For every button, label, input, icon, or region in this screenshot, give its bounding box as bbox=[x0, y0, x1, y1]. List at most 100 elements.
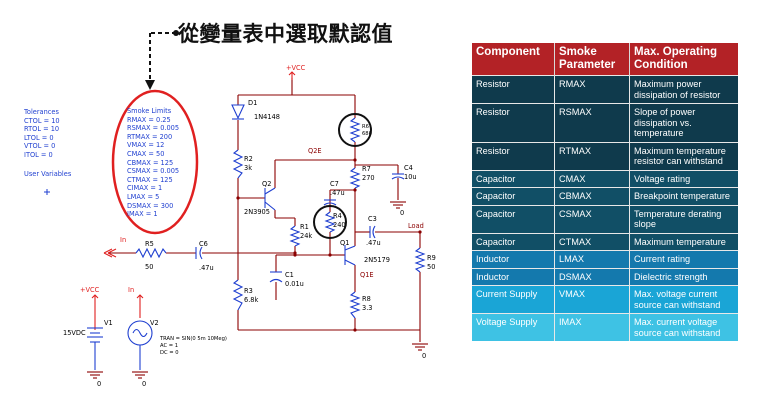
header-component: Component bbox=[472, 43, 555, 76]
cell-component: Capacitor bbox=[472, 187, 555, 205]
smoke-limit-item: IMAX = 1 bbox=[127, 210, 158, 219]
cell-parameter: RMAX bbox=[554, 75, 630, 104]
cell-parameter: VMAX bbox=[554, 285, 630, 314]
junctions bbox=[236, 158, 422, 332]
v1-label: V1 bbox=[104, 319, 113, 327]
cell-component: Capacitor bbox=[472, 204, 555, 233]
c6-label: C6 bbox=[199, 240, 208, 248]
cell-condition: Max. current voltage source can withstan… bbox=[629, 313, 738, 341]
ground-label: 0 bbox=[97, 380, 102, 388]
smoke-limit-item: DSMAX = 300 bbox=[127, 201, 174, 210]
tolerances-title: Tolerances bbox=[24, 108, 59, 116]
cell-parameter: RSMAX bbox=[554, 103, 630, 142]
leader-dot bbox=[173, 30, 179, 36]
cell-component: Capacitor bbox=[472, 232, 555, 251]
leader-arrow bbox=[149, 32, 176, 82]
user-variables-label: User Variables bbox=[24, 169, 72, 178]
r6-highlight bbox=[338, 113, 372, 147]
tolerances-panel: Tolerances CTOL = 10 RTOL = 10 LTOL = 0 … bbox=[24, 108, 71, 178]
tolerance-item: VTOL = 0 bbox=[24, 142, 56, 151]
components bbox=[135, 104, 426, 319]
r2-value: 3k bbox=[244, 164, 253, 172]
r4-highlight bbox=[313, 205, 347, 239]
c4-value: 10u bbox=[404, 173, 417, 181]
smoke-limit-item: CIMAX = 1 bbox=[127, 184, 163, 193]
smoke-limit-item: RSMAX = 0.005 bbox=[127, 124, 180, 133]
sources bbox=[87, 320, 153, 370]
r2-label: R2 bbox=[244, 155, 253, 163]
header-smoke-parameter: Smoke Parameter bbox=[554, 43, 630, 76]
cell-condition: Voltage rating bbox=[629, 169, 738, 188]
cell-parameter: RTMAX bbox=[554, 141, 630, 170]
cell-condition: Maximum power dissipation of resistor bbox=[629, 75, 738, 104]
cell-parameter: IMAX bbox=[554, 313, 630, 341]
input-label: In bbox=[120, 236, 127, 244]
c7-label: C7 bbox=[330, 180, 339, 188]
v2-ac: AC = 1 bbox=[160, 343, 179, 349]
input-bottom-label: In bbox=[128, 286, 135, 294]
d1-part: 1N4148 bbox=[254, 113, 280, 121]
header-max-condition: Max. Operating Condition bbox=[629, 43, 738, 76]
cell-condition: Slope of power dissipation vs. temperatu… bbox=[629, 103, 738, 142]
cell-condition: Breakpoint temperature bbox=[629, 187, 738, 205]
r9-label: R9 bbox=[427, 254, 436, 262]
smoke-limit-item: CSMAX = 0.005 bbox=[127, 167, 180, 176]
q2-label: Q2 bbox=[262, 180, 272, 188]
c3-label: C3 bbox=[368, 215, 377, 223]
load-label: Load bbox=[408, 222, 424, 230]
r1-label: R1 bbox=[300, 223, 309, 231]
r8-label: R8 bbox=[362, 295, 371, 303]
cell-parameter: CTMAX bbox=[554, 232, 630, 251]
ground-label: 0 bbox=[422, 352, 427, 360]
cell-parameter: CBMAX bbox=[554, 187, 630, 205]
r5-label: R5 bbox=[145, 240, 154, 248]
r4-value: 240 bbox=[333, 221, 346, 229]
smoke-limit-item: RMAX = 0.25 bbox=[127, 115, 171, 124]
smoke-limit-item: LMAX = 5 bbox=[127, 192, 160, 201]
r8-value: 3.3 bbox=[362, 304, 373, 312]
c1-value: 0.01u bbox=[285, 280, 304, 288]
c1-label: C1 bbox=[285, 271, 294, 279]
smoke-limits-highlight bbox=[111, 89, 199, 235]
cell-parameter: LMAX bbox=[554, 250, 630, 268]
c3-value: .47u bbox=[366, 239, 381, 247]
cell-component: Capacitor bbox=[472, 169, 555, 188]
leader-arrowhead bbox=[145, 80, 155, 90]
v1-value: 15VDC bbox=[63, 329, 86, 337]
cell-component: Inductor bbox=[472, 250, 555, 268]
r6-value: 680 bbox=[362, 131, 372, 137]
vcc-top-label: +VCC bbox=[286, 64, 306, 72]
c7-value: .47u bbox=[330, 189, 345, 197]
r3-value: 6.8k bbox=[244, 296, 259, 304]
cell-component: Resistor bbox=[472, 141, 555, 170]
r7-label: R7 bbox=[362, 165, 371, 173]
cell-condition: Maximum temperature bbox=[629, 232, 738, 251]
tolerance-item: CTOL = 10 bbox=[24, 116, 60, 125]
headline: 從變量表中選取默認值 bbox=[178, 22, 393, 46]
r9-value: 50 bbox=[427, 263, 436, 271]
smoke-limits-title: Smoke Limits bbox=[127, 107, 172, 115]
vcc-left-label: +VCC bbox=[80, 286, 100, 294]
ground-label: 0 bbox=[400, 209, 405, 217]
r1-value: 24k bbox=[300, 232, 313, 240]
d1-label: D1 bbox=[248, 99, 258, 107]
v2-tran: TRAN = SIN(0 5m 10Meg) bbox=[160, 336, 227, 342]
r5-value: 50 bbox=[145, 263, 154, 271]
r6-label: R6 bbox=[362, 124, 369, 130]
cell-parameter: CMAX bbox=[554, 169, 630, 188]
v2-label: V2 bbox=[150, 319, 159, 327]
r4-label: R4 bbox=[333, 212, 342, 220]
q2-part: 2N3905 bbox=[244, 208, 270, 216]
user-var-marker bbox=[44, 189, 50, 195]
c4-label: C4 bbox=[404, 164, 413, 172]
